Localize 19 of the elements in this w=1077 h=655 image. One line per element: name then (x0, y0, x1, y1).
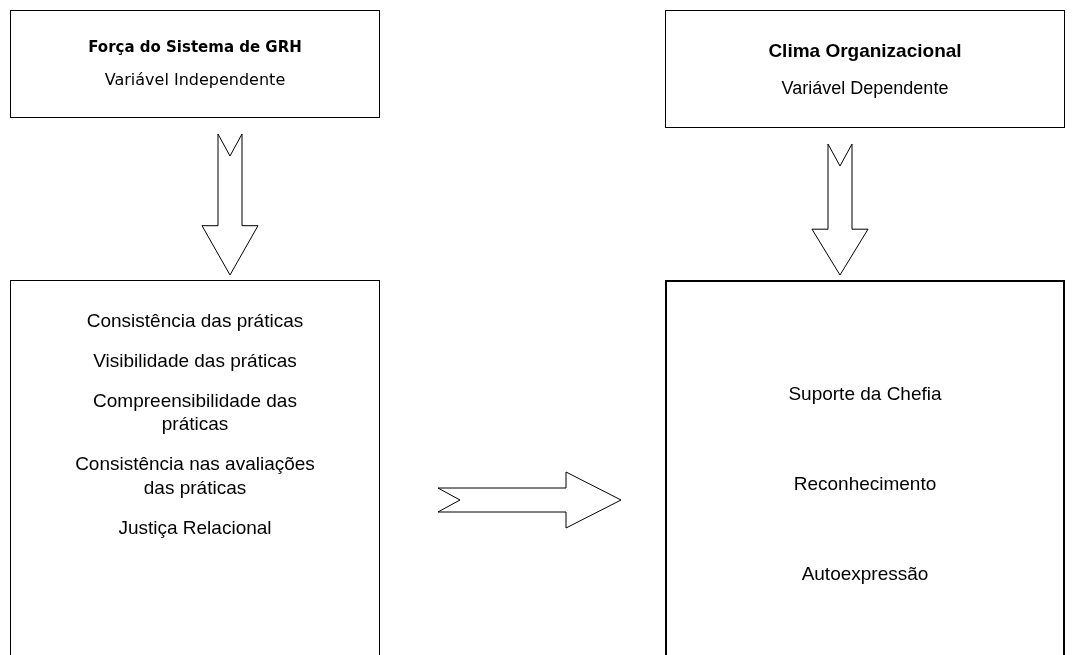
box-text: Variável Dependente (781, 76, 949, 100)
box-heading: Força do Sistema de GRH (88, 37, 302, 57)
block-arrow (437, 471, 622, 529)
box-text: Consistência nas avaliações das práticas (74, 452, 316, 500)
box-text: Reconhecimento (793, 471, 937, 496)
block-arrow (811, 143, 869, 276)
box-heading: Clima Organizacional (768, 38, 962, 63)
box-text: Visibilidade das práticas (93, 348, 297, 373)
text-box (665, 280, 1065, 655)
text-box (10, 280, 380, 655)
box-text: Autoexpressão (801, 561, 929, 586)
block-arrow (201, 133, 259, 276)
box-text: Justiça Relacional (118, 515, 272, 540)
box-text: Suporte da Chefia (788, 382, 942, 406)
box-text: Consistência das práticas (86, 309, 304, 333)
text-box (10, 10, 380, 118)
text-box (665, 10, 1065, 128)
box-text: Variável Independente (104, 70, 286, 91)
box-text: Compreensibilidade das práticas (92, 388, 298, 436)
